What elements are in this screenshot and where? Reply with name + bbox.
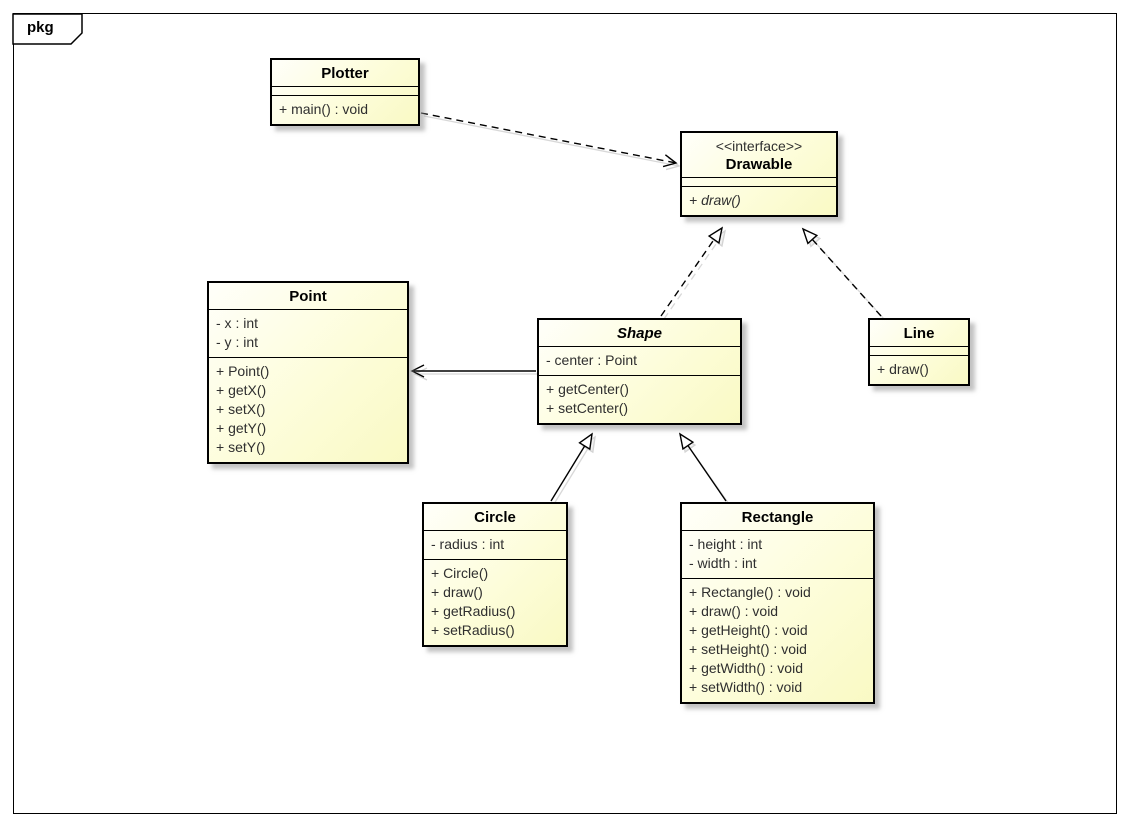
method-row: + getRadius() — [431, 603, 516, 619]
class-title: <<interface>> Drawable — [682, 133, 836, 178]
class-rectangle[interactable]: Rectangle - height : int - width : int +… — [680, 502, 875, 704]
attribute-row: - y : int — [216, 334, 259, 350]
realization-shape-to-drawable[interactable] — [660, 226, 724, 317]
realization-line-to-drawable[interactable] — [801, 227, 882, 317]
package-label: pkg — [27, 19, 54, 36]
method-row: + setRadius() — [431, 622, 515, 638]
class-name: Point — [289, 288, 327, 305]
generalization-circle-to-shape[interactable] — [550, 432, 593, 502]
method-row: + setY() — [216, 439, 266, 455]
method-row: + setHeight() : void — [689, 641, 807, 657]
method-row: + setX() — [216, 401, 266, 417]
package-tab-shape — [12, 13, 83, 45]
method-row: + setWidth() : void — [689, 679, 803, 695]
attributes-compartment — [870, 347, 968, 356]
attribute-row: - center : Point — [546, 352, 638, 368]
class-name: Shape — [616, 325, 662, 342]
method-row: + draw() — [689, 192, 741, 208]
method-row: + getY() — [216, 420, 267, 436]
class-title: Point — [209, 283, 407, 310]
methods-compartment: + main() : void — [272, 96, 418, 124]
attributes-compartment: - height : int - width : int — [682, 531, 873, 579]
attributes-compartment: - x : int - y : int — [209, 310, 407, 358]
method-row: + getHeight() : void — [689, 622, 808, 638]
class-title: Plotter — [272, 60, 418, 87]
method-row: + Rectangle() : void — [689, 584, 811, 600]
class-name: Plotter — [321, 65, 369, 82]
method-row: + getWidth() : void — [689, 660, 803, 676]
method-row: + Point() — [216, 363, 270, 379]
class-point[interactable]: Point - x : int - y : int + Point() + ge… — [207, 281, 409, 464]
class-title: Line — [870, 320, 968, 347]
methods-compartment: + Circle() + draw() + getRadius() + setR… — [424, 560, 566, 645]
methods-compartment: + Point() + getX() + setX() + getY() + s… — [209, 358, 407, 462]
class-title: Shape — [539, 320, 740, 347]
attributes-compartment: - radius : int — [424, 531, 566, 560]
class-name: Circle — [474, 509, 516, 526]
method-row: + draw() : void — [689, 603, 779, 619]
class-name: Drawable — [725, 156, 793, 173]
methods-compartment: + draw() — [682, 187, 836, 215]
method-row: + Circle() — [431, 565, 489, 581]
stereotype-label: <<interface>> — [715, 138, 803, 154]
class-drawable[interactable]: <<interface>> Drawable + draw() — [680, 131, 838, 217]
method-row: + getX() — [216, 382, 267, 398]
attribute-row: - x : int — [216, 315, 259, 331]
generalization-rectangle-to-shape[interactable] — [678, 432, 727, 502]
class-shape[interactable]: Shape - center : Point + getCenter() + s… — [537, 318, 742, 425]
method-row: + draw() — [877, 361, 929, 377]
class-name: Rectangle — [741, 509, 814, 526]
class-title: Circle — [424, 504, 566, 531]
attributes-compartment: - center : Point — [539, 347, 740, 376]
methods-compartment: + Rectangle() : void + draw() : void + g… — [682, 579, 873, 702]
class-circle[interactable]: Circle - radius : int + Circle() + draw(… — [422, 502, 568, 647]
attributes-compartment — [682, 178, 836, 187]
method-row: + setCenter() — [546, 400, 629, 416]
attribute-row: - radius : int — [431, 536, 505, 552]
method-row: + getCenter() — [546, 381, 629, 397]
attribute-row: - width : int — [689, 555, 757, 571]
class-line[interactable]: Line + draw() — [868, 318, 970, 386]
class-title: Rectangle — [682, 504, 873, 531]
methods-compartment: + getCenter() + setCenter() — [539, 376, 740, 423]
attribute-row: - height : int — [689, 536, 763, 552]
class-plotter[interactable]: Plotter + main() : void — [270, 58, 420, 126]
attributes-compartment — [272, 87, 418, 96]
method-row: + draw() — [431, 584, 483, 600]
method-row: + main() : void — [279, 101, 369, 117]
methods-compartment: + draw() — [870, 356, 968, 384]
dependency-plotter-to-drawable[interactable] — [420, 112, 678, 168]
class-name: Line — [903, 325, 935, 342]
